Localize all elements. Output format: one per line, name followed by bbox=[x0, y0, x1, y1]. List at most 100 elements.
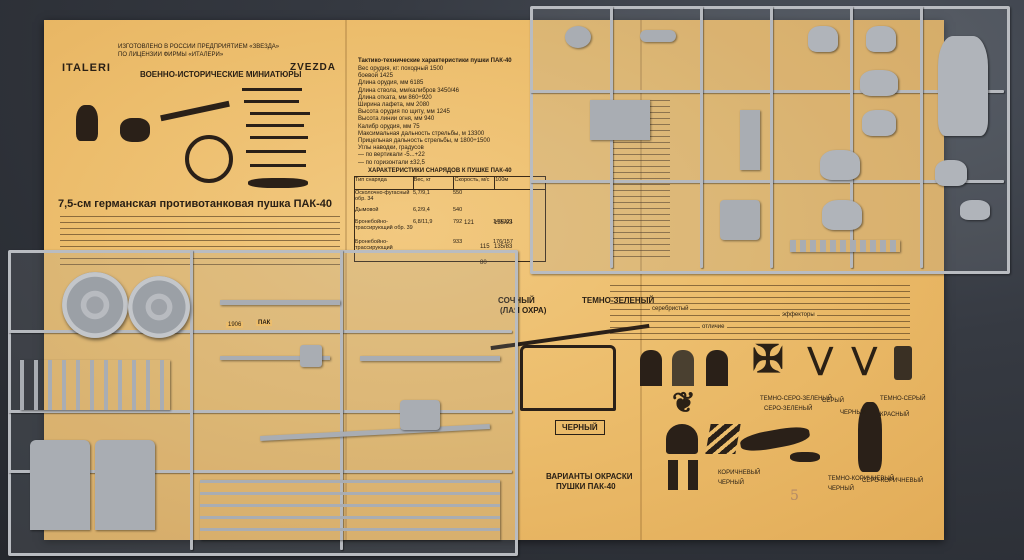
series-title: ВОЕННО-ИСТОРИЧЕСКИЕ МИНИАТЮРЫ bbox=[140, 70, 302, 79]
ammo-cell: 149/121 bbox=[493, 219, 513, 225]
gun-wheel-illustration bbox=[185, 135, 233, 183]
figure-torso-part bbox=[820, 150, 860, 180]
standing-figure-part bbox=[938, 36, 988, 136]
sprue-runner bbox=[530, 180, 1004, 183]
sprue-runner bbox=[700, 6, 703, 268]
ammo-cell: 933 bbox=[453, 239, 463, 245]
ammo-cell: 176/157 bbox=[493, 239, 513, 245]
chevron-insignia-icon: ⋁ bbox=[852, 343, 877, 376]
gun-shield-part bbox=[590, 100, 650, 140]
ammo-cell: 550 bbox=[453, 190, 463, 196]
spec-line: Вес орудия, кг: походный 1500 bbox=[358, 66, 444, 72]
rifle-illustration bbox=[250, 136, 308, 139]
figure-part bbox=[960, 200, 990, 220]
variants-label-2: ПУШКИ ПАК-40 bbox=[556, 482, 616, 491]
figure-arm-part bbox=[862, 110, 896, 136]
figure-color-label: КОРИЧНЕВЫЙ bbox=[718, 470, 761, 476]
ammo-extra-value: 121 bbox=[464, 220, 475, 226]
gun-part bbox=[565, 26, 591, 48]
gun-shield-part bbox=[30, 440, 90, 530]
rifle-illustration bbox=[250, 164, 306, 167]
eagle-emblem-icon: ❦ bbox=[672, 387, 696, 418]
collar-tab-insignia bbox=[894, 346, 912, 380]
shoulder-strap-insignia bbox=[672, 350, 694, 386]
spec-line: — по вертикали -5...+22 bbox=[358, 152, 425, 159]
figure-color-label: КРАСНЫЙ bbox=[880, 412, 910, 418]
figure-head-part bbox=[866, 26, 896, 52]
black-color-callout: ЧЕРНЫЙ bbox=[555, 420, 605, 435]
gun-part bbox=[640, 30, 676, 42]
figure-legs-part bbox=[822, 200, 862, 230]
figure-color-label: ЧЕРНЫЙ bbox=[828, 486, 854, 492]
rifle-illustration bbox=[250, 112, 310, 115]
right-text-block bbox=[610, 285, 910, 345]
ammo-table-header-row: Тип снаряда Вес, кг Скорость, м/с 100м bbox=[355, 177, 545, 190]
ammo-extra-value: 115 bbox=[480, 244, 490, 250]
decal-shield-icon bbox=[705, 424, 741, 454]
rifle-illustration bbox=[246, 150, 306, 153]
helmet-decal-icon bbox=[666, 424, 698, 454]
gun-part bbox=[300, 345, 322, 367]
prone-figure-illustration bbox=[248, 178, 308, 188]
ammo-extra-value: 80 bbox=[480, 260, 487, 266]
table-row: Дымовой 6,2/9,4 540 bbox=[355, 207, 545, 219]
spec-line: Высота орудия по щиту, мм 1245 bbox=[358, 109, 450, 116]
chevron-insignia-icon: ⋁ bbox=[808, 343, 833, 376]
crew-figure-illustration bbox=[858, 402, 882, 472]
shoulder-strap-insignia bbox=[640, 350, 662, 386]
spec-line: Длина ствола, мм/калибров 3450/46 bbox=[358, 87, 459, 94]
rifle-illustration bbox=[244, 100, 299, 103]
ammo-cell: 5,7/9,1 bbox=[413, 190, 430, 196]
specs-list: Вес орудия, кг: походный 1500 боевой 142… bbox=[358, 66, 490, 167]
figure-part bbox=[935, 160, 967, 186]
gun-wheel-part bbox=[128, 276, 190, 338]
right-text-word: эффекторы bbox=[780, 312, 817, 318]
gun-front-view-illustration bbox=[520, 345, 616, 411]
ammo-extra-value: 135/93 bbox=[494, 220, 513, 226]
spec-line: Ширина лафета, мм 2080 bbox=[358, 102, 430, 109]
variants-label: ВАРИАНТЫ ОКРАСКИ bbox=[546, 472, 633, 481]
ammo-cell: Дымовой bbox=[355, 207, 379, 213]
ammo-table: Тип снаряда Вес, кг Скорость, м/с 100м О… bbox=[354, 176, 546, 262]
left-panel-word: 1906 bbox=[226, 322, 244, 328]
spec-line: Калибр орудия, мм 75 bbox=[358, 123, 420, 130]
left-panel-word: ПАК bbox=[256, 320, 273, 326]
ammo-table-header: Вес, кг bbox=[414, 177, 455, 189]
gun-part bbox=[740, 110, 760, 170]
table-row: Осколочно-фугасный обр. 34 5,7/9,1 550 bbox=[355, 190, 545, 207]
color-heading-left-sub: (ЛАЯ ОХРА) bbox=[500, 306, 547, 315]
sprue-runner bbox=[8, 410, 512, 413]
right-text-word: серебристый bbox=[650, 306, 691, 312]
ammo-cell: Бронебойно-трассирующий обр. 39 bbox=[355, 219, 413, 231]
ammo-extra-value: 135/83 bbox=[494, 244, 513, 250]
spec-line: Углы наводки, градусов bbox=[358, 145, 424, 152]
sprue-runner bbox=[920, 6, 923, 268]
ammo-table-title: ХАРАКТЕРИСТИКИ СНАРЯДОВ К ПУШКЕ ПАК-40 bbox=[368, 168, 512, 174]
sprue-runner bbox=[770, 6, 773, 268]
spec-line: Высота линии огня, мм 940 bbox=[358, 116, 435, 123]
sprue-runner bbox=[340, 250, 343, 550]
ammo-cell: 540 bbox=[453, 207, 463, 213]
figure-color-label: СЕРО-ЗЕЛЕНЫЙ bbox=[764, 406, 813, 412]
ammo-table-header: Тип снаряда bbox=[355, 177, 414, 189]
header-line-2: ПО ЛИЦЕНЗИИ ФИРМЫ «ИТАЛЕРИ» bbox=[118, 52, 224, 58]
product-title: 7,5-см германская противотанковая пушка … bbox=[58, 198, 333, 210]
ammo-table-header: 100м bbox=[495, 177, 509, 183]
gun-part bbox=[720, 200, 760, 240]
shoulder-strap-insignia bbox=[706, 350, 728, 386]
spec-line: боевой 1425 bbox=[358, 73, 393, 80]
pencil-mark: 5 bbox=[790, 488, 799, 504]
gun-barrel-part bbox=[220, 300, 340, 305]
gun-wheel-part bbox=[62, 272, 128, 338]
spec-line: Длина отката, мм 860÷920 bbox=[358, 94, 432, 101]
spec-line: — по горизонтали ±32,5 bbox=[358, 159, 425, 166]
sprue-runner bbox=[530, 90, 1004, 93]
gun-trail-part bbox=[220, 356, 330, 360]
figure-color-label: СЕРЫЙ bbox=[822, 398, 844, 404]
crew-figure-illustration bbox=[790, 452, 820, 462]
sprue-runner bbox=[190, 250, 193, 550]
figure-color-label: СЕРО-КОРИЧНЕВЫЙ bbox=[862, 478, 924, 484]
ammo-cell: Бронебойно-трассирующий bbox=[355, 239, 393, 251]
sprue-runner bbox=[850, 6, 853, 268]
